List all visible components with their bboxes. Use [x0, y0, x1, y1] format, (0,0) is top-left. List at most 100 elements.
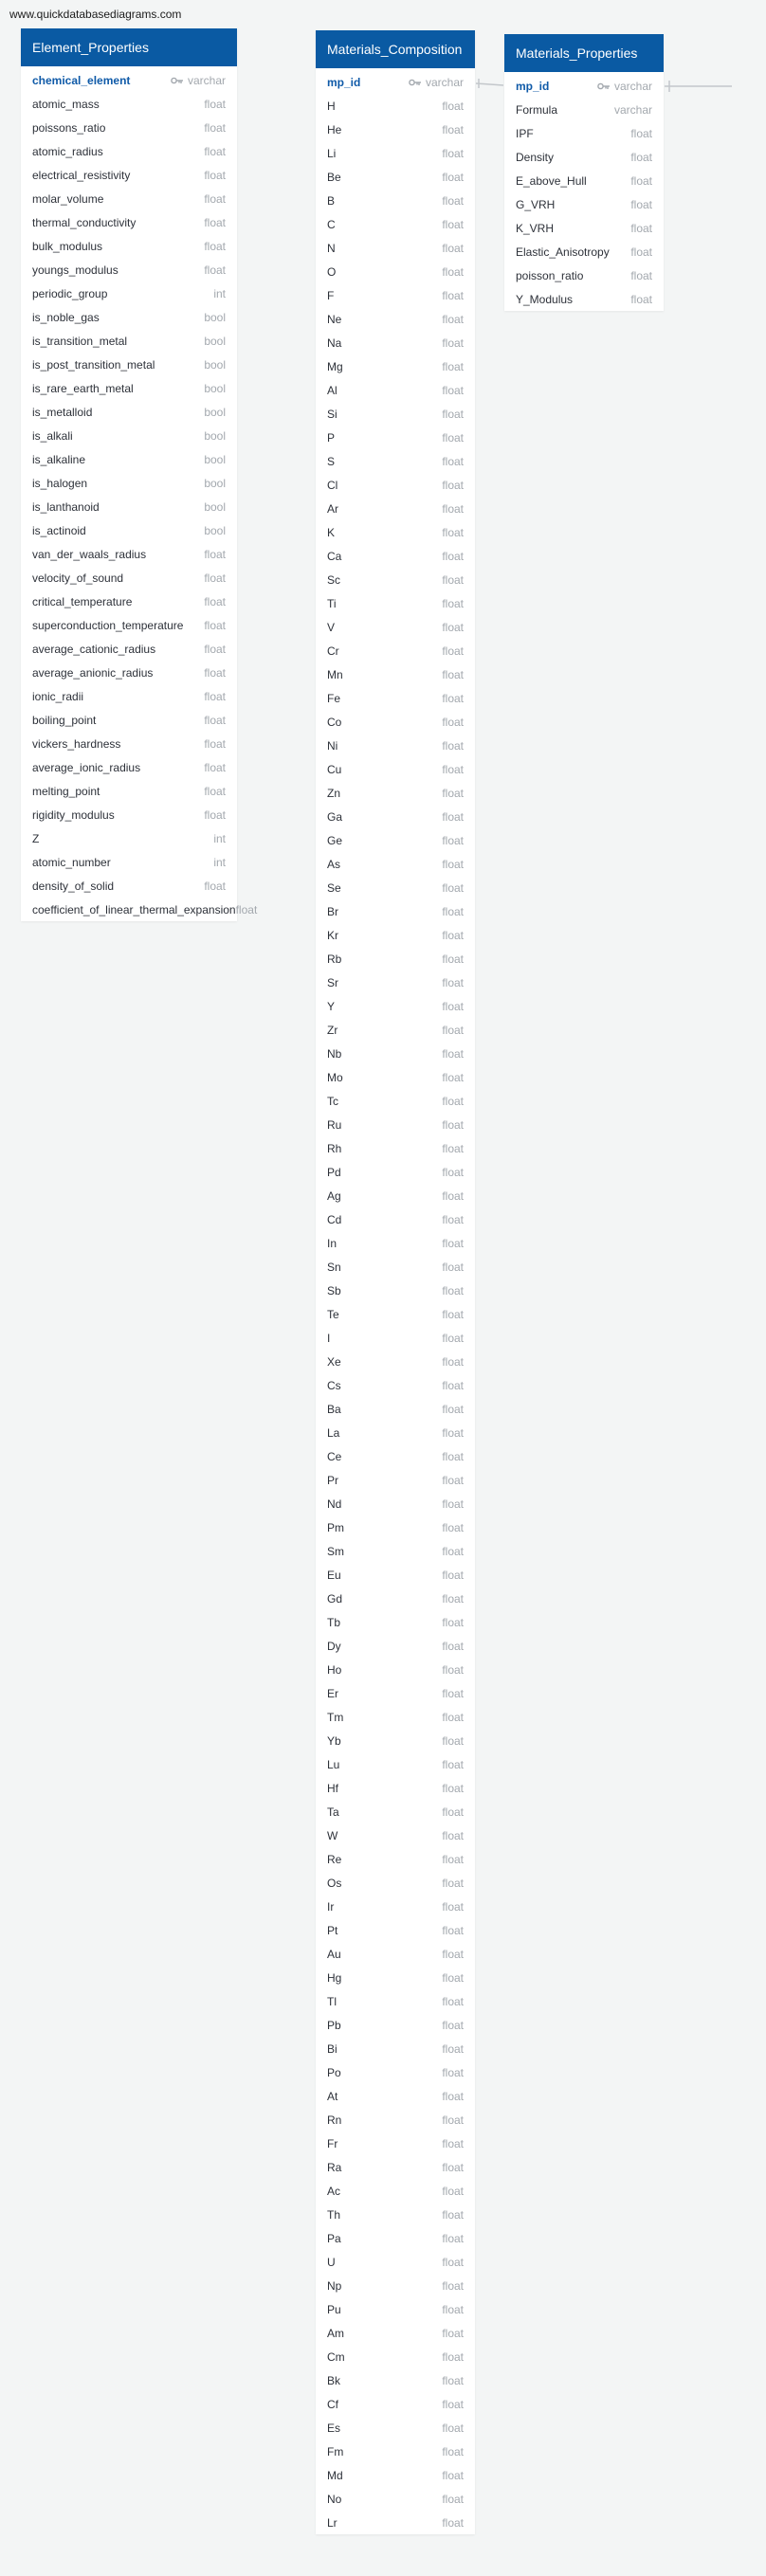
table-header[interactable]: Element_Properties — [21, 28, 237, 66]
